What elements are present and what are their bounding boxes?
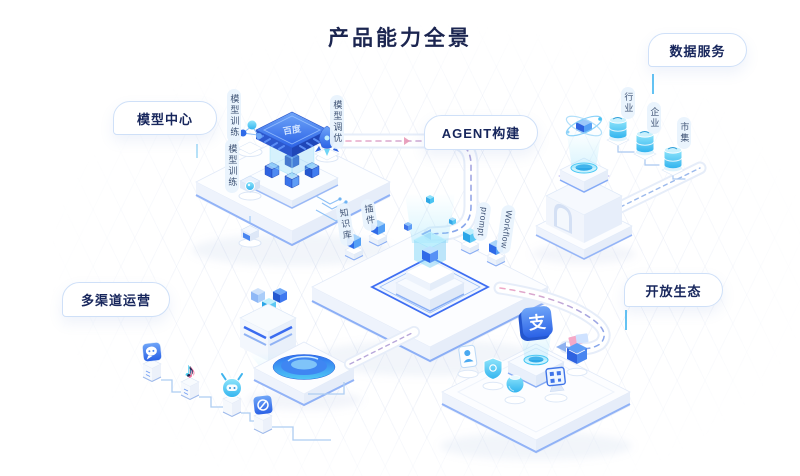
server-stack-icon <box>239 288 297 361</box>
hologram-cube-icon <box>413 231 447 268</box>
tag-model-train-top: 模型训练 <box>227 89 242 143</box>
douyin-icon: ♪ ♪ ♪ <box>184 360 197 383</box>
tag-model-train-left: 模型训练 <box>225 139 240 193</box>
arrow-icon <box>556 342 566 352</box>
arch-gate-icon <box>535 157 633 260</box>
chip-brand-text: 百度 <box>282 122 303 136</box>
bot-badge-stand <box>221 373 243 418</box>
tag-market: 市集 <box>677 117 692 149</box>
callout-agent-build-label: AGENT构建 <box>441 126 521 141</box>
callout-model-center-label: 模型中心 <box>136 111 193 127</box>
bowl-icon <box>504 375 526 405</box>
tag-enterprise: 企业 <box>647 102 662 134</box>
wechat-stand <box>142 326 162 383</box>
atom-icon <box>565 115 603 168</box>
data-service-zone <box>535 74 707 260</box>
app-tile-stand <box>253 395 273 435</box>
callout-open-eco-label: 开放生态 <box>645 283 702 299</box>
app-tile-icon <box>253 395 273 415</box>
bot-badge-icon <box>221 373 243 398</box>
multi-channel-zone: ♪ ♪ ♪ <box>142 288 420 441</box>
conveyor-multi-to-agent <box>344 326 420 370</box>
projection-disc-icon <box>253 341 355 407</box>
callout-agent-build: AGENT构建 <box>424 115 538 150</box>
camera-icon <box>238 175 262 201</box>
callout-multi-channel: 多渠道运营 <box>62 282 170 317</box>
pedestal-knowledge-base <box>344 234 364 261</box>
alipay-icon: 支 <box>518 306 553 341</box>
chip-stack: 百度 <box>245 111 339 209</box>
floating-cubes <box>404 195 456 231</box>
id-card-icon <box>457 344 479 379</box>
channel-stands: ♪ ♪ ♪ <box>142 326 273 435</box>
alipay-glyph: 支 <box>528 311 548 333</box>
chevron-icon <box>404 137 410 145</box>
qr-terminal-icon <box>544 366 568 403</box>
wechat-icon <box>142 342 162 362</box>
douyin-stand: ♪ ♪ ♪ <box>180 360 200 401</box>
page-title: 产品能力全景 <box>328 27 472 50</box>
svg-text:♪: ♪ <box>185 361 195 382</box>
eco-icons <box>457 333 589 405</box>
svg-text:♪: ♪ <box>184 360 194 381</box>
wallet-icon <box>566 333 589 377</box>
tag-model-tune: 模型调优 <box>330 95 345 149</box>
database-enterprise-icon <box>633 130 657 160</box>
agent-podium <box>395 155 465 312</box>
projector-icon <box>238 216 262 248</box>
open-eco-zone: 支 <box>441 281 631 454</box>
conveyor-agent-to-eco <box>493 281 611 356</box>
callout-data-service-label: 数据服务 <box>669 43 726 59</box>
callout-model-center: 模型中心 <box>113 101 217 135</box>
callout-multi-channel-label: 多渠道运营 <box>80 293 151 308</box>
tag-industry: 行业 <box>621 87 636 119</box>
callout-data-service: 数据服务 <box>648 33 747 67</box>
molecule-icon <box>237 120 263 157</box>
database-industry-icon <box>606 116 630 146</box>
callout-open-eco: 开放生态 <box>624 273 723 307</box>
database-market-icon <box>661 146 685 176</box>
svg-text:♪: ♪ <box>187 362 197 383</box>
channel-connectors <box>161 379 345 441</box>
shield-icon <box>482 357 504 391</box>
